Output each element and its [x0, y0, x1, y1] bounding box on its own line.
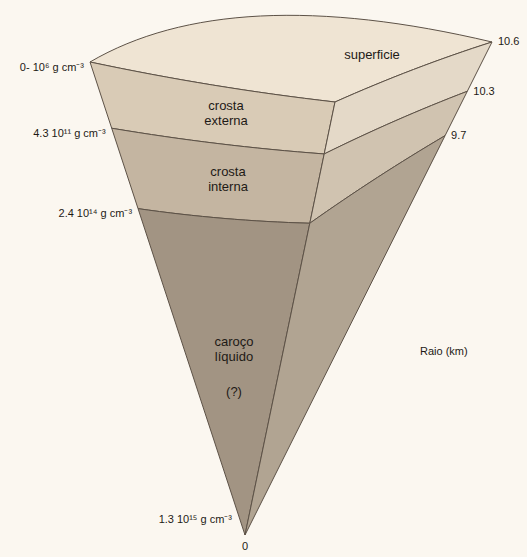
axis-label: Raio (km): [420, 345, 468, 358]
radius-label: 10.3: [473, 85, 494, 98]
density-label: 4.3 10¹¹ g cm⁻³: [33, 127, 105, 140]
radius-label: 0: [242, 540, 248, 553]
radius-label: 10.6: [498, 35, 519, 48]
layer-name: caroço líquido: [203, 335, 265, 365]
core-band: caroço líquido (?): [136, 133, 448, 537]
layer-name: (?): [226, 385, 242, 400]
band-outline: [136, 133, 448, 537]
density-label: 0- 10⁶ g cm⁻³: [20, 61, 84, 74]
density-label: 2.4 10¹⁴ g cm⁻³: [59, 207, 133, 220]
band-face: [245, 136, 445, 535]
layer-name: superficie: [344, 48, 400, 63]
layer-name: crosta externa: [195, 99, 257, 129]
density-label: 1.3 10¹⁵ g cm⁻³: [159, 513, 232, 526]
radius-label: 9.7: [451, 129, 466, 142]
layer-name: crosta interna: [197, 165, 259, 195]
